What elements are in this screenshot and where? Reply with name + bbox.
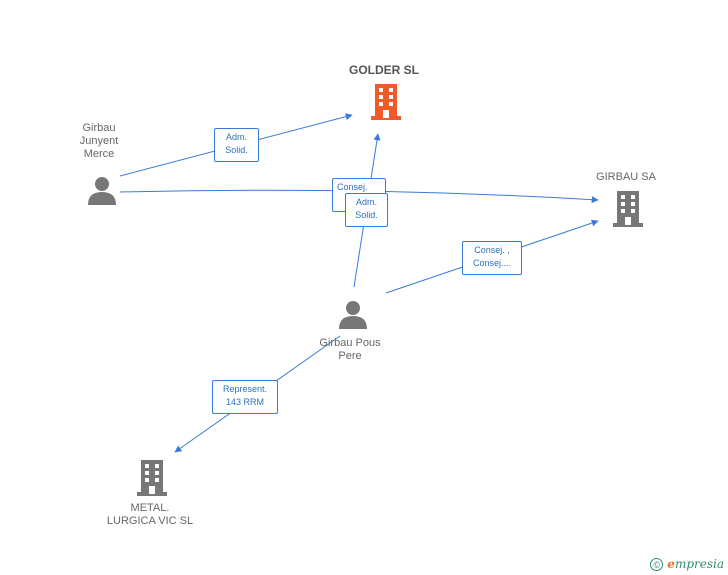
girbau-sa-building-icon[interactable]	[613, 191, 643, 227]
copyright-footer: © empresia	[650, 557, 724, 571]
golder-building-icon[interactable]	[371, 84, 401, 120]
edge-label-adm-solid-2[interactable]: Adm. Solid.	[345, 193, 388, 227]
node-label-junyent[interactable]: Girbau Junyent Merce	[79, 122, 119, 160]
node-label-metal-lurgica[interactable]: METAL. LURGICA VIC SL	[106, 502, 194, 527]
node-label-girbau-sa[interactable]: GIRBAU SA	[596, 171, 656, 183]
copyright-icon: ©	[650, 557, 664, 571]
edge-label-consej-2[interactable]: Consej. , Consej....	[462, 241, 522, 275]
node-label-golder[interactable]: GOLDER SL	[348, 63, 419, 77]
node-label-pous[interactable]: Girbau Pous Pere	[319, 337, 381, 362]
edge-label-represent[interactable]: Represent. 143 RRM	[212, 380, 278, 414]
edge-label-adm-solid-1[interactable]: Adm. Solid.	[214, 128, 259, 162]
metal-lurgica-building-icon[interactable]	[137, 460, 167, 496]
empresia-logo[interactable]: empresia	[667, 557, 724, 571]
junyent-person-icon[interactable]	[87, 176, 117, 206]
pous-person-icon[interactable]	[338, 300, 368, 330]
